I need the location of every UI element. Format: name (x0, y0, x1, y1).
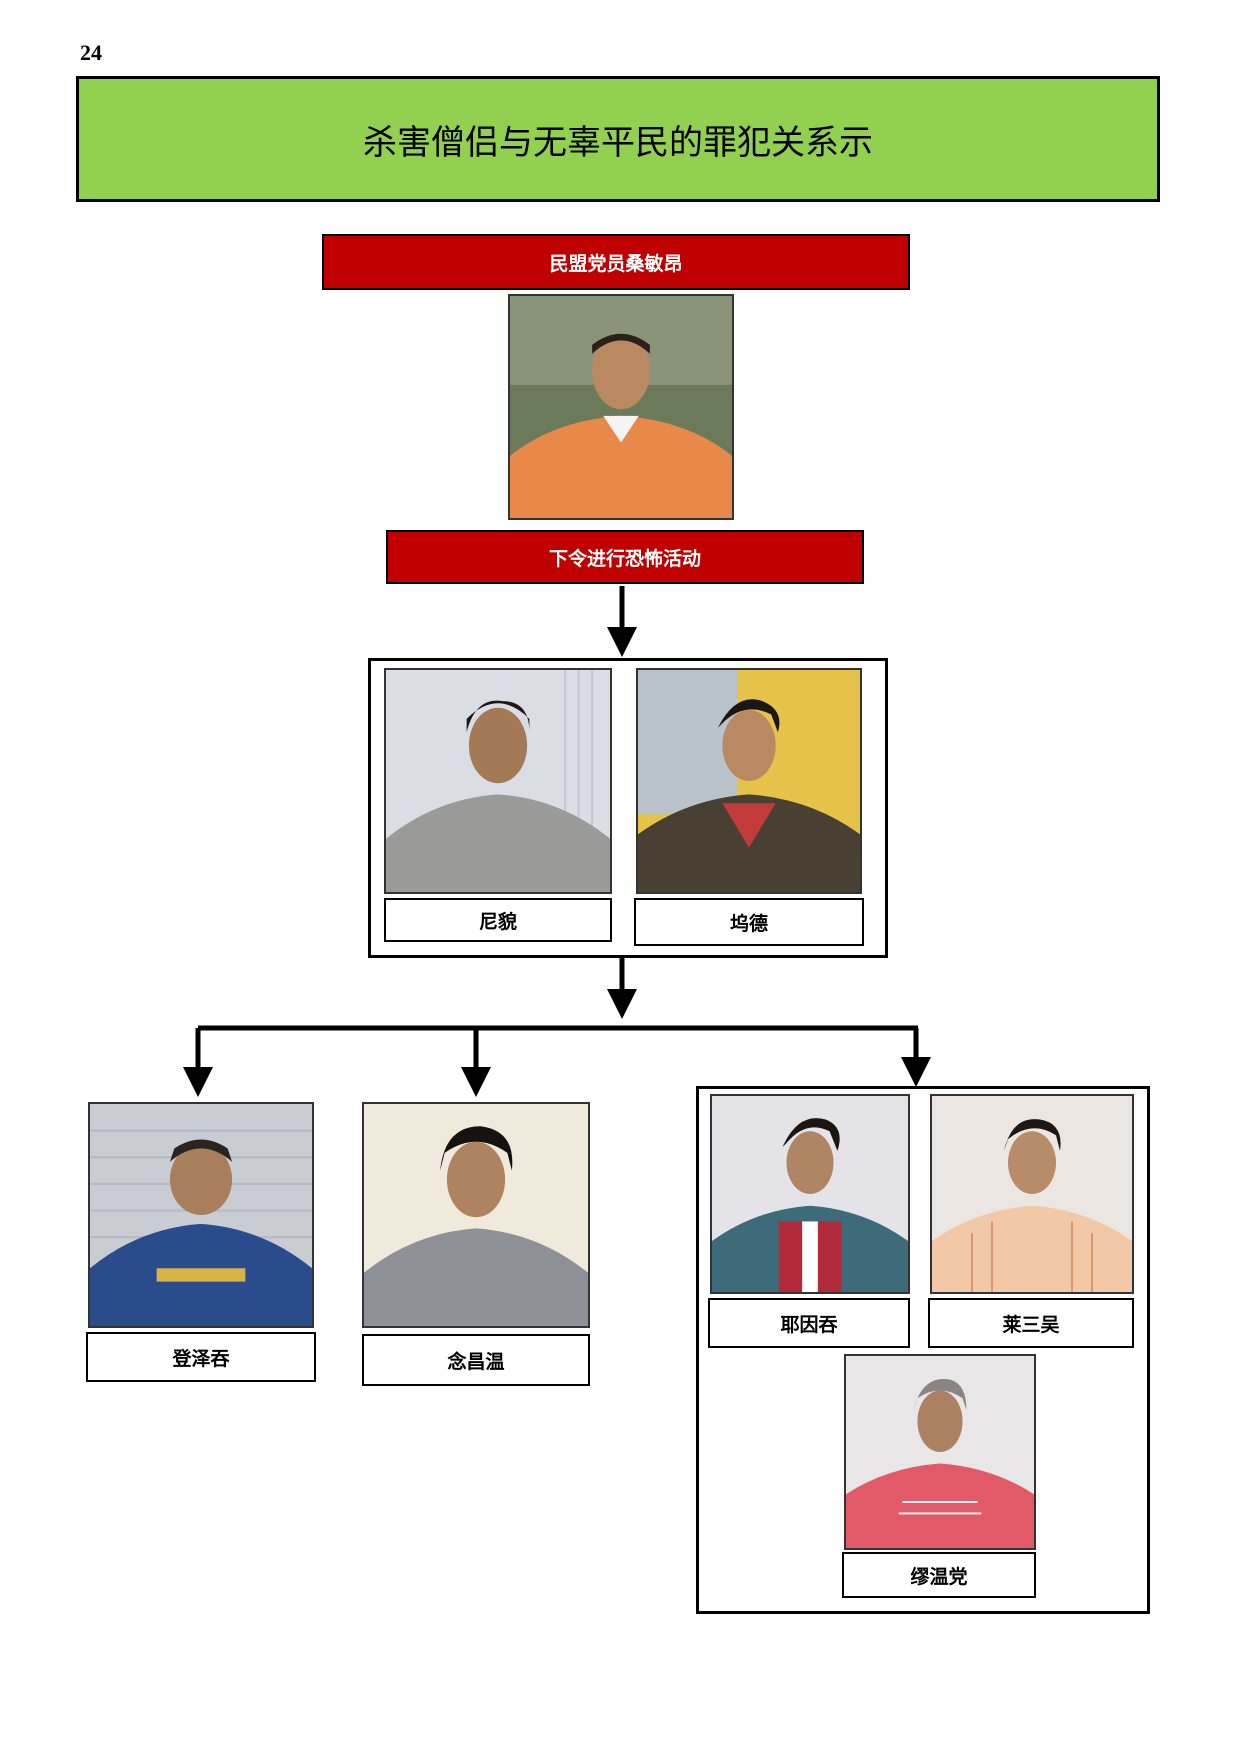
suspect-name-7: 缪温党 (842, 1552, 1036, 1598)
suspect-photo-4 (362, 1102, 590, 1328)
suspect-name-4: 念昌温 (362, 1334, 590, 1386)
suspect-name-2: 坞德 (634, 898, 864, 946)
suspect-photo-1 (384, 668, 612, 894)
suspect-photo-3 (88, 1102, 314, 1328)
suspect-name-6: 莱三吴 (928, 1298, 1134, 1348)
suspect-name-5: 耶因吞 (708, 1298, 910, 1348)
leader-label-bar: 民盟党员桑敏昂 (322, 234, 910, 290)
suspect-name-1: 尼貌 (384, 898, 612, 942)
suspect-name-3: 登泽吞 (86, 1332, 316, 1382)
page-title: 杀害僧侣与无辜平民的罪犯关系示 (363, 122, 873, 163)
suspect-photo-5 (710, 1094, 910, 1294)
page-number: 24 (80, 40, 102, 65)
order-label-bar: 下令进行恐怖活动 (386, 530, 864, 584)
leader-photo (508, 294, 734, 520)
suspect-photo-2 (636, 668, 862, 894)
suspect-photo-6 (930, 1094, 1134, 1294)
title-banner: 杀害僧侣与无辜平民的罪犯关系示 (76, 76, 1160, 202)
suspect-photo-7 (844, 1354, 1036, 1550)
